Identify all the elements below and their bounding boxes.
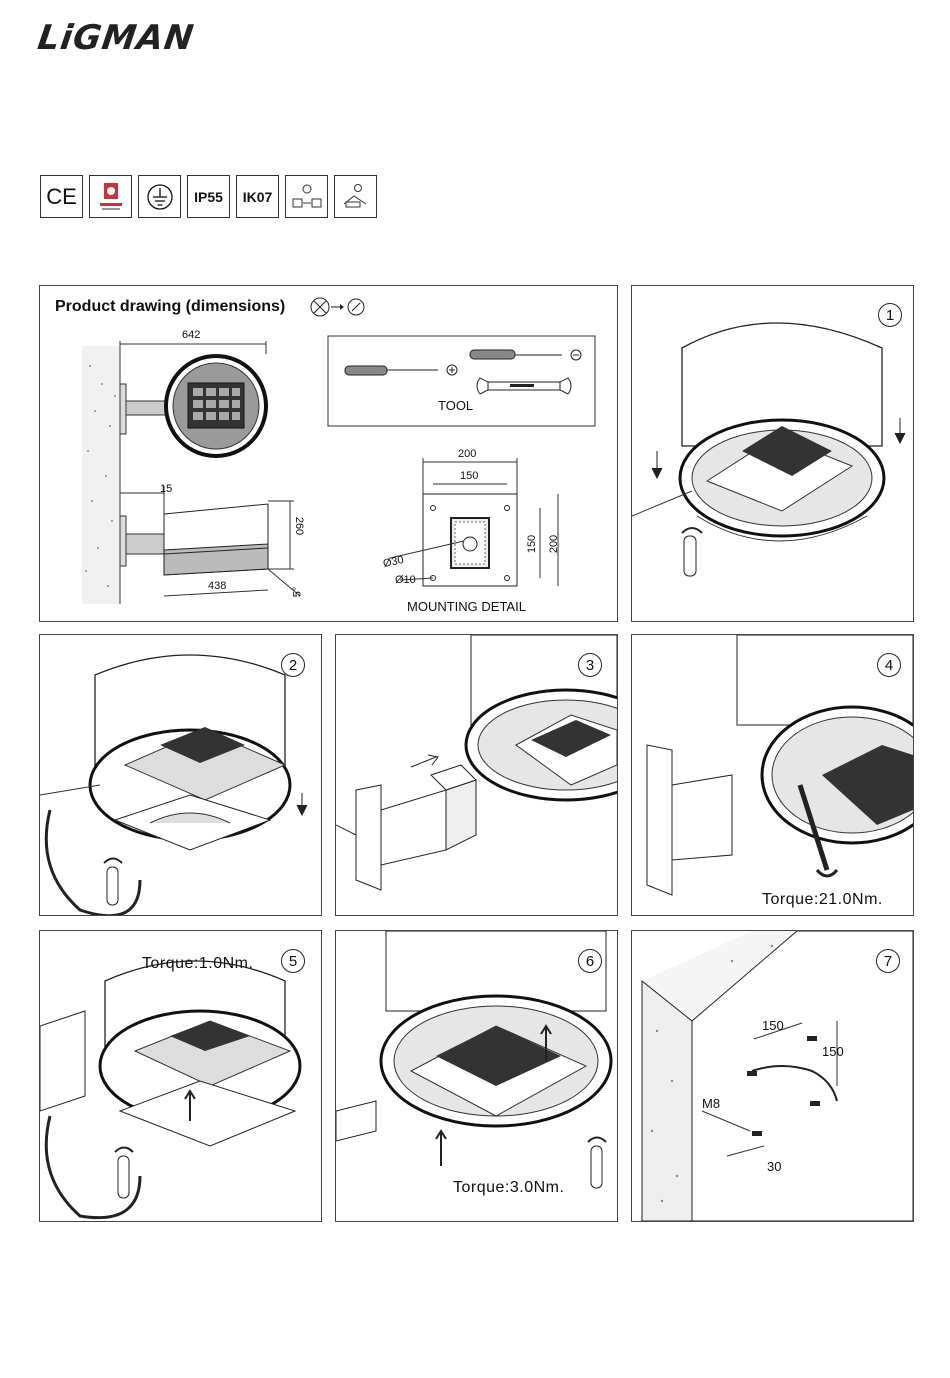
dim-438: 438 — [208, 580, 226, 592]
step-7-dim-v: 150 — [822, 1044, 844, 1059]
dim-plate-v150: 150 — [526, 535, 538, 553]
step-7-panel: 7 150 150 M8 30 — [631, 930, 914, 1222]
quality-badge-icon — [89, 175, 132, 218]
step-4-panel: 4 Torque:21.0Nm. — [631, 634, 914, 916]
step-1-number: 1 — [878, 303, 902, 327]
step-6-torque: Torque:3.0Nm. — [453, 1179, 564, 1197]
tool-label: TOOL — [438, 398, 473, 413]
step-7-depth: 30 — [767, 1159, 781, 1174]
certification-row: CE IP55 IK07 — [40, 175, 377, 218]
step-7-bolt: M8 — [702, 1096, 720, 1111]
step-7-number: 7 — [876, 949, 900, 973]
product-drawing-panel: Product drawing (dimensions) — [39, 285, 618, 622]
brand-logo: LiGMAN — [35, 18, 196, 58]
mounting-detail-label: MOUNTING DETAIL — [407, 599, 526, 614]
product-drawing-svg — [40, 286, 617, 621]
dim-15: 15 — [160, 483, 172, 495]
dim-642: 642 — [182, 329, 200, 341]
dim-plate-150: 150 — [460, 470, 478, 482]
step-2-panel: 2 — [39, 634, 322, 916]
step-4-number: 4 — [877, 653, 901, 677]
step-6-panel: 6 Torque:3.0Nm. — [335, 930, 618, 1222]
step-5-torque: Torque:1.0Nm. — [142, 955, 253, 973]
step-3-panel: 3 — [335, 634, 618, 916]
dim-angle: 5° — [291, 587, 303, 598]
install-height-icon — [285, 175, 328, 218]
dim-260: 260 — [293, 517, 305, 535]
step-4-torque: Torque:21.0Nm. — [762, 891, 883, 909]
step-6-number: 6 — [578, 949, 602, 973]
step-3-number: 3 — [578, 653, 602, 677]
install-tool-icon — [334, 175, 377, 218]
step-5-panel: Torque:1.0Nm. 5 — [39, 930, 322, 1222]
dim-plate-200: 200 — [458, 448, 476, 460]
ip-rating-badge: IP55 — [187, 175, 230, 218]
step-5-number: 5 — [281, 949, 305, 973]
ce-mark-icon: CE — [40, 175, 83, 218]
step-1-panel: 1 — [631, 285, 914, 622]
earth-ground-icon — [138, 175, 181, 218]
dim-hole-10: Ø10 — [395, 574, 416, 586]
step-7-dim-h: 150 — [762, 1018, 784, 1033]
ik-rating-badge: IK07 — [236, 175, 279, 218]
step-2-number: 2 — [281, 653, 305, 677]
dim-plate-v200: 200 — [548, 535, 560, 553]
